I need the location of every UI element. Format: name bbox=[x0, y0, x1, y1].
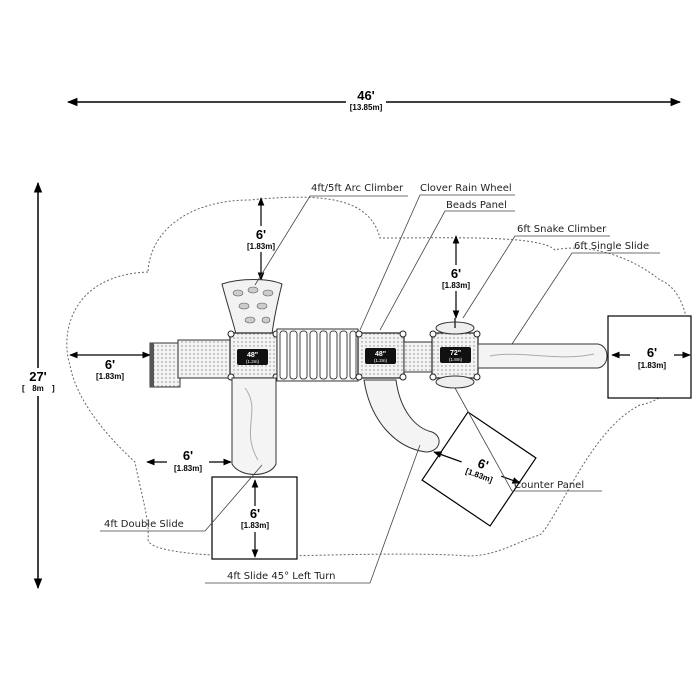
callout-arc-climber: 4ft/5ft Arc Climber bbox=[311, 183, 404, 194]
callout-counter-panel: Counter Panel bbox=[514, 480, 584, 491]
double-slide-left-m: [1.83m] bbox=[174, 464, 202, 473]
left-clearance-ft: 6' bbox=[105, 357, 115, 372]
double-slide-bottom-ft: 6' bbox=[250, 506, 260, 521]
beads-panel-walkway bbox=[403, 341, 433, 373]
callout-beads-panel: Beads Panel bbox=[446, 200, 507, 211]
left-end-panel bbox=[149, 342, 181, 388]
center-top-clearance-ft: 6' bbox=[451, 266, 461, 281]
overall-width-m: [13.85m] bbox=[350, 103, 383, 112]
counter-panel-disc bbox=[435, 375, 475, 389]
callout-single-slide: 6ft Single Slide bbox=[574, 241, 649, 252]
left-walkway bbox=[177, 339, 235, 379]
double-slide bbox=[231, 377, 277, 475]
left-clearance-m: [1.83m] bbox=[96, 372, 124, 381]
arc-top-clearance-m: [1.83m] bbox=[247, 242, 275, 251]
callout-snake-climber: 6ft Snake Climber bbox=[517, 224, 607, 235]
double-slide-bottom-m: [1.83m] bbox=[241, 521, 269, 530]
single-slide-zone-ft: 6' bbox=[647, 345, 657, 360]
deck-1-metric: (1.2m) bbox=[246, 359, 260, 364]
overall-depth-ft: 27' bbox=[29, 369, 47, 384]
deck-3-height: 72" bbox=[450, 350, 461, 357]
turn-slide bbox=[363, 379, 440, 453]
deck-3-metric: (1.8m) bbox=[449, 357, 463, 362]
callout-rain-wheel: Clover Rain Wheel bbox=[420, 183, 512, 194]
overall-depth-bracket-open: [ bbox=[22, 384, 25, 393]
overall-depth-bracket-close: ] bbox=[52, 384, 55, 393]
single-slide-zone-m: [1.83m] bbox=[638, 361, 666, 370]
deck-2-height: 48" bbox=[375, 351, 386, 358]
callout-turn-slide: 4ft Slide 45° Left Turn bbox=[227, 571, 336, 582]
arc-top-clearance-ft: 6' bbox=[256, 227, 266, 242]
double-slide-left-ft: 6' bbox=[183, 448, 193, 463]
overall-width-ft: 46' bbox=[357, 88, 375, 103]
deck-1-height: 48" bbox=[247, 352, 258, 359]
overall-depth-m: 8m bbox=[32, 384, 44, 393]
use-zone-outline bbox=[66, 196, 689, 557]
center-top-clearance-m: [1.83m] bbox=[442, 281, 470, 290]
deck-2-metric: (1.2m) bbox=[374, 358, 388, 363]
callout-double-slide: 4ft Double Slide bbox=[104, 519, 184, 530]
turn-slide-zone-ft: 6' bbox=[476, 455, 491, 473]
